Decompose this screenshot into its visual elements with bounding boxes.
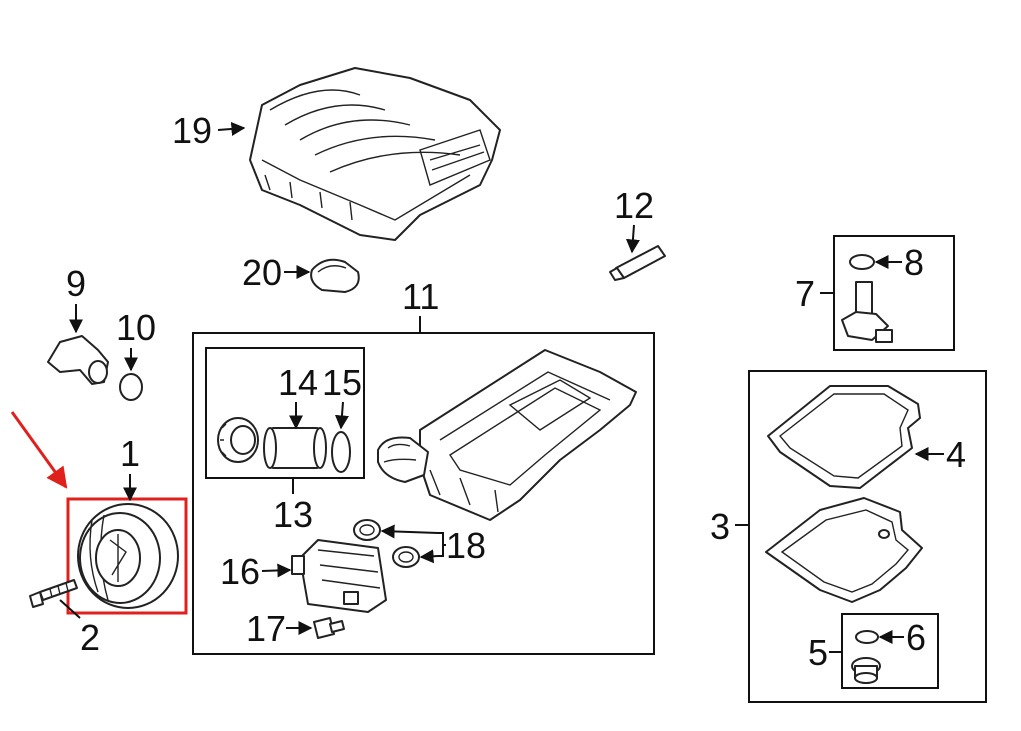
lower-oil-pan xyxy=(765,497,923,603)
oil-pan xyxy=(377,349,637,521)
drain-plug xyxy=(851,657,881,684)
callout-11: 11 xyxy=(402,276,439,317)
oil-cooler xyxy=(291,539,387,613)
leader-18a xyxy=(380,524,439,539)
pulley-bolt xyxy=(29,579,78,608)
callout-2: 2 xyxy=(80,617,100,658)
callout-18: 18 xyxy=(446,525,486,566)
callout-15: 15 xyxy=(322,362,362,403)
callout-5: 5 xyxy=(808,632,828,673)
highlight-arrow xyxy=(10,411,68,489)
filter-o-ring xyxy=(331,431,351,473)
callout-10: 10 xyxy=(116,307,156,348)
callout-7: 7 xyxy=(795,273,815,314)
callout-1: 1 xyxy=(120,433,140,474)
intake-manifold xyxy=(249,67,501,241)
cooler-bolt xyxy=(313,617,345,639)
callout-9: 9 xyxy=(66,263,86,304)
oil-filter-box xyxy=(205,347,365,479)
callout-20: 20 xyxy=(242,252,282,293)
callout-17: 17 xyxy=(246,608,286,649)
o-ring xyxy=(119,373,143,401)
leader-19 xyxy=(217,121,246,136)
callout-14: 14 xyxy=(278,362,318,403)
callout-19: 19 xyxy=(172,110,212,151)
callout-4: 4 xyxy=(946,434,966,475)
callout-6: 6 xyxy=(906,617,926,658)
crankshaft-pulley xyxy=(77,503,179,609)
oil-filter-cap xyxy=(217,417,259,463)
oil-filter-element xyxy=(263,427,327,469)
oil-pan-group-box xyxy=(192,332,655,655)
callout-12: 12 xyxy=(614,185,654,226)
pan-gasket xyxy=(767,385,921,489)
leader-12 xyxy=(625,224,640,254)
lower-pan-box xyxy=(748,370,987,703)
sealant-tube xyxy=(609,245,666,281)
callout-16: 16 xyxy=(220,551,260,592)
callout-8: 8 xyxy=(904,242,924,283)
oil-level-sensor xyxy=(841,281,893,343)
callout-3: 3 xyxy=(710,506,730,547)
bracket-18 xyxy=(438,532,446,557)
drain-plug-washer xyxy=(855,630,879,644)
leader-15 xyxy=(334,401,349,430)
callout-13: 13 xyxy=(273,494,313,535)
leader-16 xyxy=(261,563,292,578)
sensor-o-ring xyxy=(849,254,875,270)
thermostat-housing xyxy=(47,335,109,385)
leader-2 xyxy=(59,599,81,619)
cooler-seals xyxy=(353,519,420,568)
manifold-gasket xyxy=(310,258,360,293)
leader-18b xyxy=(419,549,439,564)
